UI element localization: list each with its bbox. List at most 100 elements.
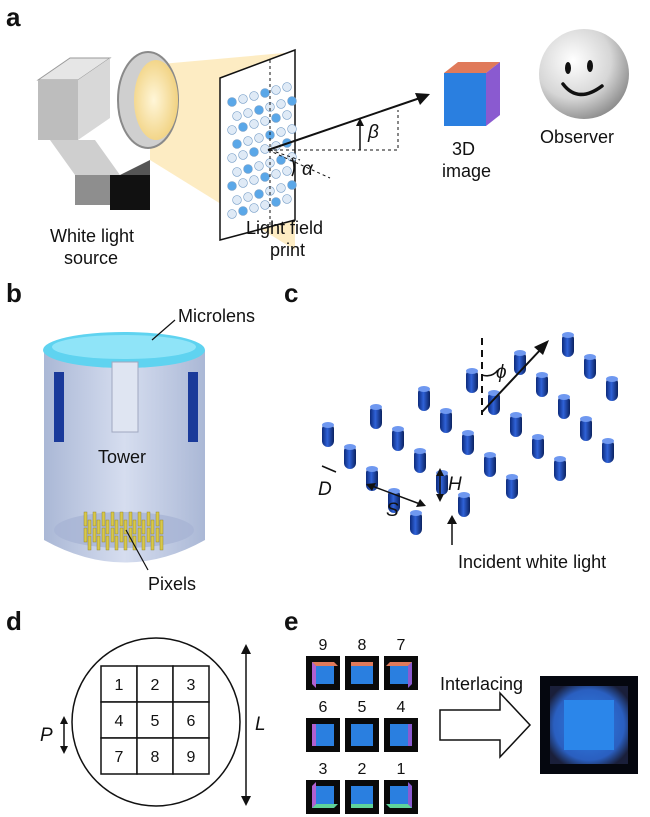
pixel-rod: [87, 519, 92, 535]
nanopillar: [462, 430, 474, 455]
view-number: 7: [397, 637, 406, 654]
microlens-dot: [271, 197, 281, 207]
view-tile: [345, 780, 379, 814]
p-symbol: P: [40, 725, 53, 746]
grid-cell: [136, 665, 174, 703]
view-tile: [306, 780, 340, 814]
grid-cell-number: 1: [115, 677, 124, 694]
pixel-rod: [137, 511, 142, 527]
panel-a: a White light source: [6, 2, 629, 268]
panel-label-c: c: [284, 278, 298, 308]
nanopillar: [536, 372, 548, 397]
pixel-rod: [119, 511, 124, 527]
panel-label-e: e: [284, 606, 298, 636]
observer-face-icon: [539, 29, 629, 119]
grid-cell: [100, 737, 138, 775]
view-number: 4: [397, 699, 406, 716]
grid-cell: [172, 665, 210, 703]
h-symbol: H: [448, 474, 462, 495]
grid-cell-number: 4: [115, 713, 124, 730]
view-number: 1: [397, 761, 406, 778]
pixel-rod: [150, 519, 155, 535]
print-label-line2: print: [270, 240, 305, 260]
alpha-guide: [267, 149, 331, 179]
microlens-dot: [243, 164, 253, 174]
microlens-dot: [238, 150, 248, 160]
nanopillar: [602, 438, 614, 463]
nanopillar: [410, 510, 422, 535]
pixel-rod: [110, 527, 115, 543]
microlens-label: Microlens: [178, 306, 255, 326]
microlens-dot: [271, 113, 281, 123]
alpha-symbol: α: [302, 159, 314, 180]
microlens-dot: [238, 122, 248, 132]
cube-icon: [444, 62, 500, 126]
microlens-dot: [238, 178, 248, 188]
view-tile: [384, 718, 418, 752]
grid-cell: [172, 737, 210, 775]
pixel-rod: [101, 527, 106, 543]
nanopillar: [344, 444, 356, 469]
microlens-dot: [249, 91, 259, 101]
pixel-rod: [128, 511, 133, 527]
nanopillar: [558, 394, 570, 419]
microlens-dot: [276, 183, 286, 193]
pixel-rod: [132, 519, 137, 535]
microlens-dot: [282, 82, 292, 92]
nanopillar: [458, 492, 470, 517]
microlens-dot: [271, 85, 281, 95]
pixel-rod: [114, 535, 119, 551]
ray-arrow: [267, 97, 421, 151]
nanopillar: [466, 368, 478, 393]
view-number: 6: [319, 699, 328, 716]
microlens-dot: [243, 192, 253, 202]
pixel-rod: [83, 511, 88, 527]
source-label-line2: source: [64, 248, 118, 268]
angle-guides: [268, 110, 399, 151]
microlens-dot: [254, 105, 264, 115]
microlens-dot: [271, 169, 281, 179]
pixel-rod: [155, 527, 160, 543]
diffraction-arrow: [481, 347, 543, 413]
arrow-right-icon: [439, 691, 532, 759]
microlens-dot: [260, 116, 270, 126]
panel-label-a: a: [6, 2, 21, 32]
source-label-line1: White light: [50, 226, 134, 246]
microlens-dot: [227, 209, 237, 219]
nanopillar: [506, 474, 518, 499]
nanopillar: [554, 456, 566, 481]
grid-cell-number: 8: [151, 749, 160, 766]
microlens-dot: [282, 194, 292, 204]
pixel-rod: [137, 527, 142, 543]
view-number: 2: [358, 761, 367, 778]
pixel-rod: [87, 535, 92, 551]
panel-label-d: d: [6, 606, 22, 636]
pixel-rod: [141, 535, 146, 551]
view-tile: [384, 780, 418, 814]
lens-outline: [71, 637, 241, 807]
pixel-rod: [141, 519, 146, 535]
nanopillar: [440, 408, 452, 433]
d-arrow: [321, 465, 337, 473]
microlens-dot: [276, 127, 286, 137]
interlaced-image: [540, 676, 638, 774]
microlens-dot: [238, 94, 248, 104]
grid-cell-number: 5: [151, 713, 160, 730]
nanopillar: [562, 332, 574, 357]
pixel-rod: [146, 527, 151, 543]
microlens-dot: [249, 203, 259, 213]
nanopillar: [370, 404, 382, 429]
nanopillar: [484, 452, 496, 477]
pixel-rod: [146, 511, 151, 527]
panel-c: c ϕ H D S Incident white light: [284, 278, 618, 572]
microlens-dot: [227, 153, 237, 163]
view-tile: [345, 718, 379, 752]
view-number: 3: [319, 761, 328, 778]
pixel-rod: [123, 519, 128, 535]
d-symbol: D: [318, 479, 332, 500]
microlens-dot: [238, 206, 248, 216]
nanopillar: [414, 448, 426, 473]
microlens-dot: [254, 189, 264, 199]
